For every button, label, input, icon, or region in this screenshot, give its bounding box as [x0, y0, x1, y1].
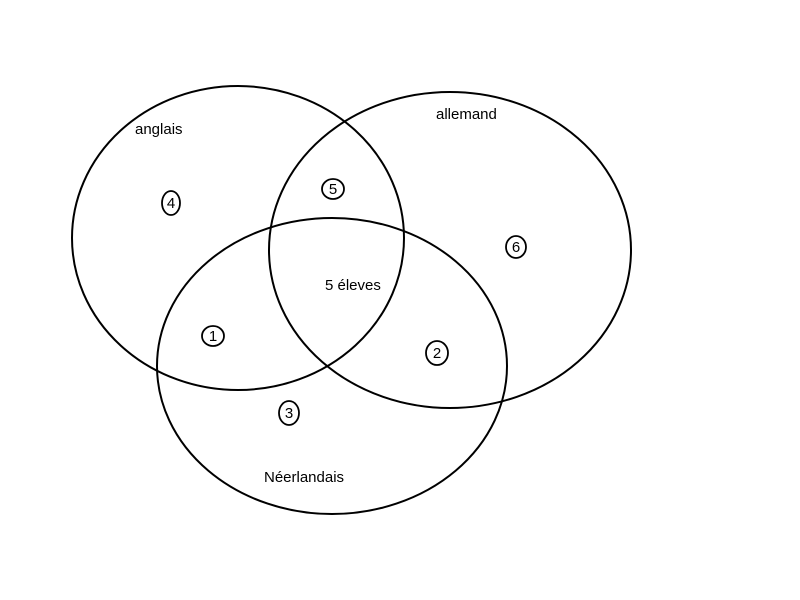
region-marker — [505, 235, 527, 259]
region-anglais-allemand: 5 — [321, 178, 345, 200]
region-allemand-only: 6 — [505, 235, 527, 259]
region-count: 6 — [512, 239, 520, 256]
region-marker — [321, 178, 345, 200]
region-marker — [161, 190, 181, 216]
region-count: 1 — [209, 328, 217, 345]
set-label-allemand: allemand — [436, 106, 497, 123]
set-anglais-ellipse — [71, 85, 405, 391]
set-neerlandais-ellipse — [156, 217, 508, 515]
set-label-neerlandais: Néerlandais — [264, 469, 344, 486]
region-count: 3 — [285, 405, 293, 422]
region-count: 2 — [433, 345, 441, 362]
region-marker — [278, 400, 300, 426]
region-allemand-neerlandais: 2 — [425, 340, 449, 366]
region-neerlandais-only: 3 — [278, 400, 300, 426]
set-label-anglais: anglais — [135, 121, 183, 138]
region-anglais-only: 4 — [161, 190, 181, 216]
region-anglais-neerlandais: 1 — [201, 325, 225, 347]
region-marker — [425, 340, 449, 366]
region-marker — [201, 325, 225, 347]
region-all-three: 5 éleves — [325, 277, 381, 294]
region-count: 4 — [167, 195, 175, 212]
region-count: 5 — [329, 181, 337, 198]
set-allemand-ellipse — [268, 91, 632, 409]
